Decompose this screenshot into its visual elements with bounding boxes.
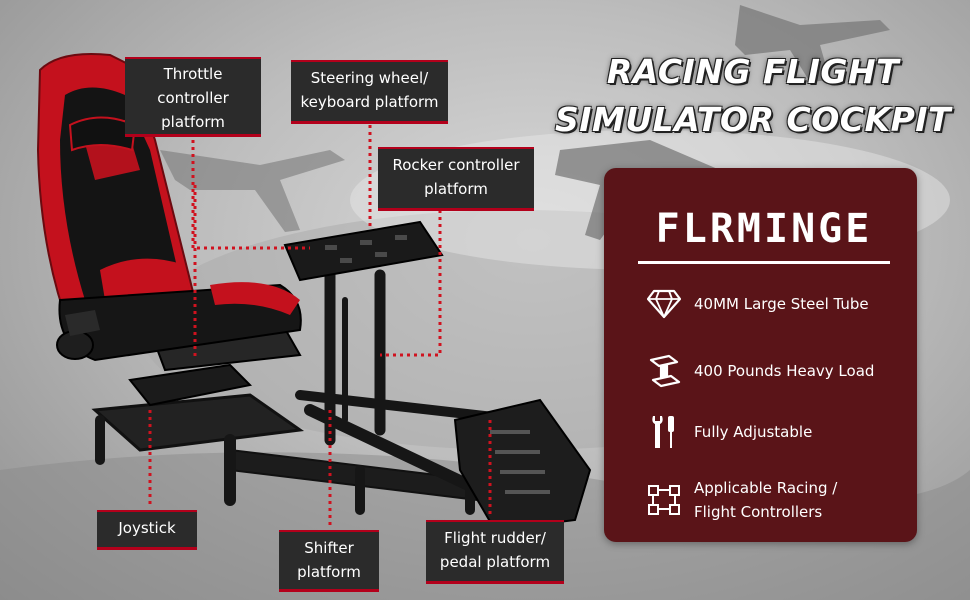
callout-throttle: Throttle controller platform: [125, 57, 261, 137]
callout-rocker-line: Rocker controller: [392, 156, 520, 174]
callout-throttle-line: platform: [161, 113, 225, 131]
callout-joystick: Joystick: [97, 510, 197, 550]
leader-lines: [148, 125, 492, 528]
feature-text: Applicable Racing /: [694, 479, 838, 497]
callout-joystick-line: Joystick: [118, 519, 176, 537]
callout-rudder: Flight rudder/ pedal platform: [426, 520, 564, 584]
airplane-silhouette-top: [735, 5, 890, 82]
callout-rocker-line: platform: [424, 180, 488, 198]
brand-underline: [638, 261, 890, 264]
feature-text: 400 Pounds Heavy Load: [694, 362, 875, 380]
airplane-silhouette-left: [160, 150, 345, 232]
callout-steering: Steering wheel/ keyboard platform: [291, 60, 448, 124]
callout-shifter-line: platform: [297, 563, 361, 581]
joystick-plate: [128, 363, 253, 407]
callout-throttle-line: controller: [157, 89, 229, 107]
feature-panel: FLRMINGE 40MM Large Steel Tube 400 Pound…: [604, 168, 917, 542]
callout-shifter: Shifter platform: [279, 530, 379, 592]
feature-text: Fully Adjustable: [694, 423, 813, 441]
airplane-silhouette-mid: [555, 140, 720, 240]
feature-item: 40MM Large Steel Tube: [644, 284, 914, 324]
headline-line-2: SIMULATOR COCKPIT: [554, 100, 952, 139]
callout-rocker: Rocker controller platform: [378, 147, 534, 211]
feature-text: Flight Controllers: [694, 503, 823, 521]
diamond-icon: [644, 284, 684, 324]
flowchart-icon: [644, 480, 684, 520]
wrench-screwdriver-icon: [644, 412, 684, 452]
headline-line-1: RACING FLIGHT: [606, 52, 900, 91]
brand-name: FLRMINGE: [655, 206, 873, 252]
callout-rudder-line: pedal platform: [439, 553, 551, 571]
callout-throttle-line: Throttle: [163, 65, 223, 83]
callout-steering-line: keyboard platform: [300, 93, 439, 111]
feature-item: Fully Adjustable: [644, 412, 914, 452]
feature-item: Applicable Racing / Flight Controllers: [644, 476, 914, 524]
callout-shifter-line: Shifter: [304, 539, 354, 557]
feature-text: 40MM Large Steel Tube: [694, 295, 869, 313]
callout-steering-line: Steering wheel/: [310, 69, 429, 87]
steel-beam-icon: [644, 351, 684, 391]
callout-rudder-line: Flight rudder/: [444, 529, 546, 547]
feature-item: 400 Pounds Heavy Load: [644, 351, 914, 391]
